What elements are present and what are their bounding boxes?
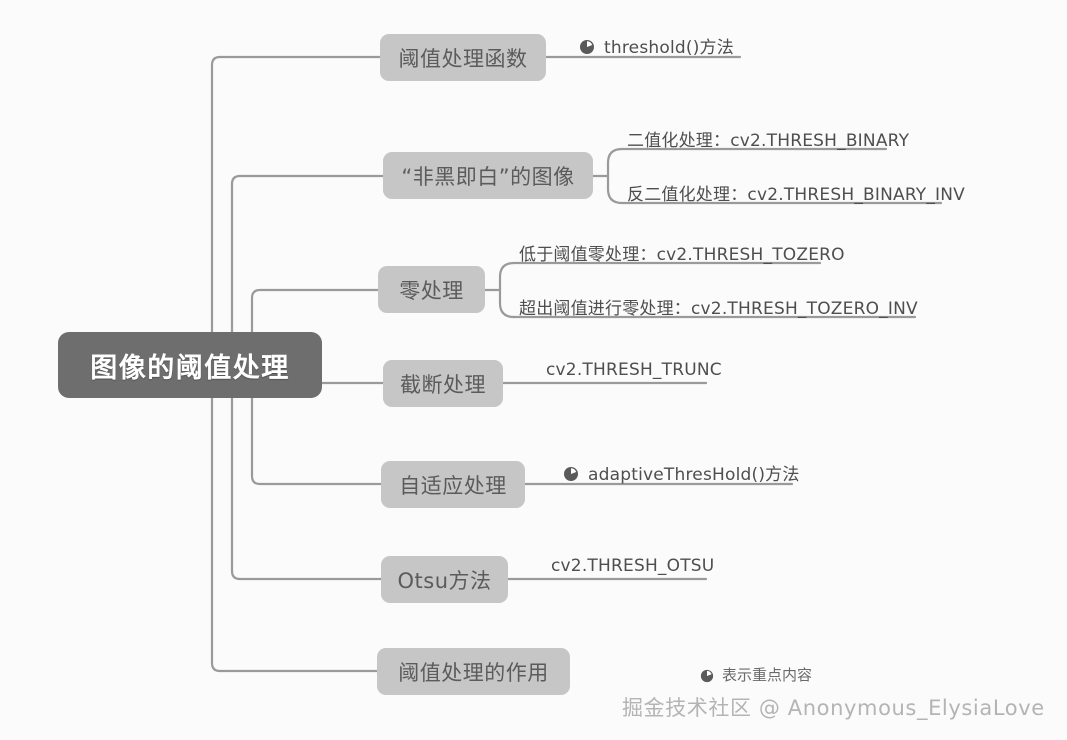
leaf-adaptive-threshold-method[interactable]: adaptiveThresHold()方法 (563, 460, 800, 485)
wire-root-to-purpose (210, 393, 379, 673)
branch-node-threshold-function[interactable]: 阈值处理函数 (380, 34, 546, 81)
leaf-label: 二值化处理：cv2.THRESH_BINARY (627, 131, 910, 151)
wire-root-to-otsu (230, 393, 383, 581)
branch-node-to-zero[interactable]: 零处理 (378, 266, 485, 313)
wire-root-to-black-or-white (230, 174, 385, 338)
branch-label-purpose: 阈值处理的作用 (398, 660, 549, 685)
leaf-thresh-otsu[interactable]: cv2.THRESH_OTSU (551, 556, 714, 576)
leaf-thresh-tozero[interactable]: 低于阈值零处理：cv2.THRESH_TOZERO (519, 240, 845, 265)
branch-label-to-zero: 零处理 (399, 278, 464, 303)
leaf-thresh-trunc[interactable]: cv2.THRESH_TRUNC (546, 360, 722, 380)
wire-root-to-adaptive (250, 393, 383, 486)
root-node-label: 图像的阈值处理 (90, 352, 290, 384)
leaf-label: threshold()方法 (604, 38, 734, 58)
leaf-label: 反二值化处理：cv2.THRESH_BINARY_INV (627, 185, 966, 205)
branch-node-truncate[interactable]: 截断处理 (383, 360, 503, 407)
leaf-label: 低于阈值零处理：cv2.THRESH_TOZERO (519, 245, 845, 265)
leaf-label: adaptiveThresHold()方法 (588, 465, 800, 485)
branch-label-truncate: 截断处理 (400, 372, 486, 397)
branch-label-otsu: Otsu方法 (397, 568, 492, 593)
watermark: 掘金技术社区 @ Anonymous_ElysiaLove (622, 692, 1045, 722)
leaf-label: cv2.THRESH_TRUNC (546, 360, 722, 380)
wire-root-to-threshold-function (210, 55, 382, 338)
leaf-threshold-method[interactable]: threshold()方法 (579, 33, 734, 58)
branch-node-purpose[interactable]: 阈值处理的作用 (377, 648, 570, 695)
legend-label: 表示重点内容 (722, 666, 813, 684)
root-node[interactable]: 图像的阈值处理 (58, 332, 322, 398)
watermark-text: 掘金技术社区 @ Anonymous_ElysiaLove (622, 696, 1045, 720)
wire-to-zero-bracket (498, 261, 516, 319)
branch-node-black-or-white[interactable]: “非黑即白”的图像 (383, 152, 593, 199)
key-point-icon (563, 466, 579, 482)
leaf-thresh-tozero-inv[interactable]: 超出阈值进行零处理：cv2.THRESH_TOZERO_INV (519, 294, 918, 319)
key-point-icon (700, 669, 714, 683)
leaf-thresh-binary-inv[interactable]: 反二值化处理：cv2.THRESH_BINARY_INV (627, 180, 965, 205)
branch-node-adaptive[interactable]: 自适应处理 (381, 461, 525, 508)
branch-node-otsu[interactable]: Otsu方法 (381, 556, 508, 603)
leaf-label: 超出阈值进行零处理：cv2.THRESH_TOZERO_INV (519, 299, 918, 319)
branch-label-black-or-white: “非黑即白”的图像 (401, 164, 575, 189)
key-point-icon (579, 39, 595, 55)
wire-root-to-to-zero (250, 288, 380, 338)
leaf-thresh-binary[interactable]: 二值化处理：cv2.THRESH_BINARY (627, 126, 909, 151)
legend: 表示重点内容 (700, 664, 812, 685)
leaf-label: cv2.THRESH_OTSU (551, 556, 715, 576)
branch-label-adaptive: 自适应处理 (399, 473, 507, 498)
wire-black-or-white-bracket (606, 147, 624, 205)
branch-label-threshold-function: 阈值处理函数 (398, 46, 528, 71)
